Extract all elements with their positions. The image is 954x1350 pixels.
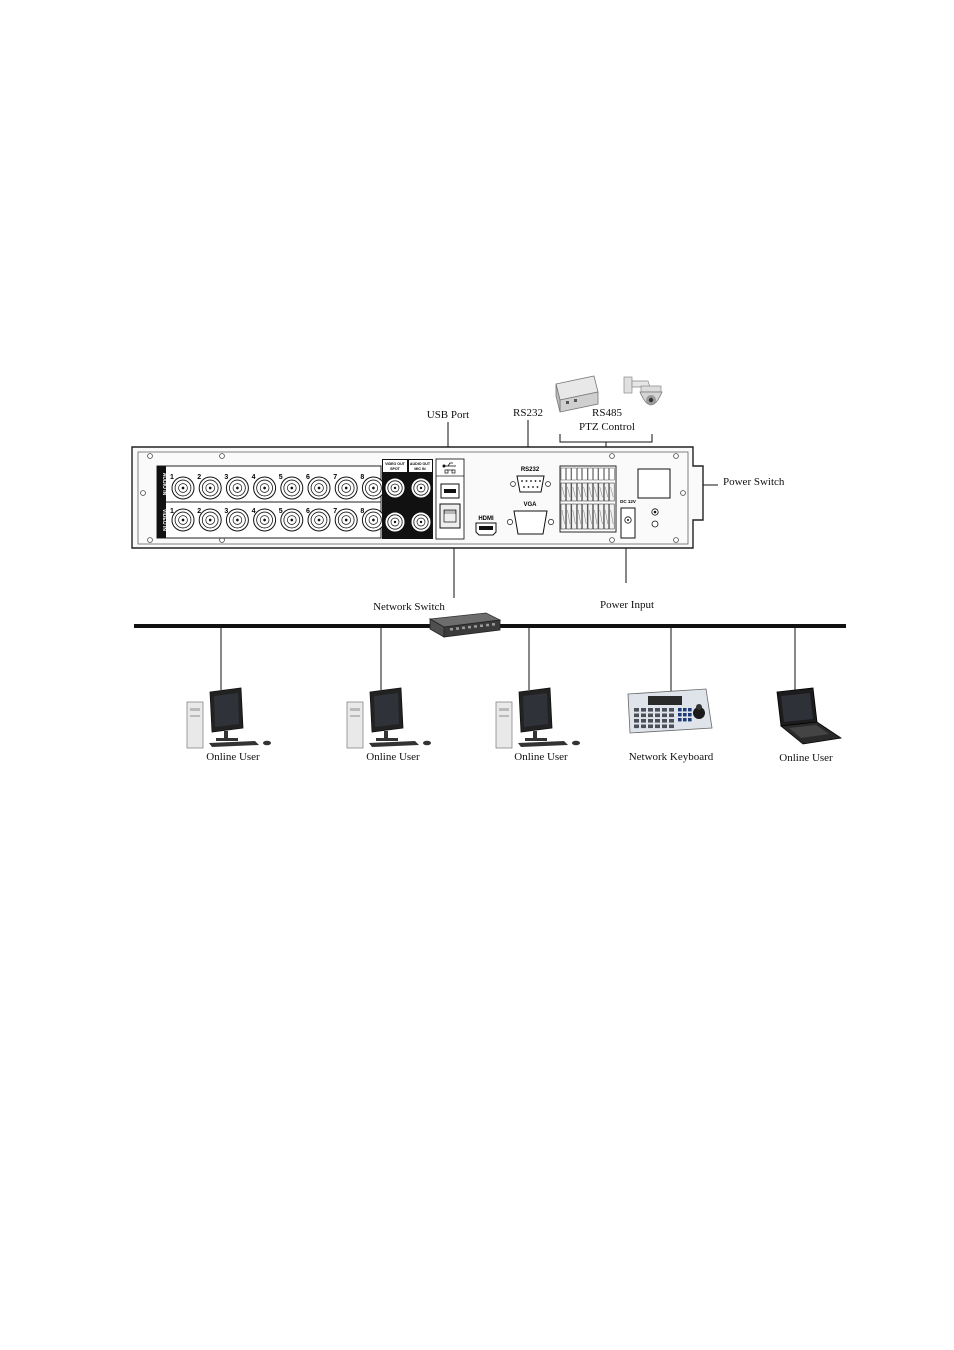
audio-in-bnc-port (308, 477, 330, 499)
desktop-pc-icon (347, 688, 431, 748)
channel-number: 1 (170, 474, 174, 481)
client-drop-lines (221, 628, 795, 692)
channel-number: 5 (279, 508, 283, 515)
output-bnc-port (411, 512, 431, 532)
dvr-rear-panel: AUDIO IN VIDEO IN 1 2 3 4 5 6 7 8 1 2 3 4 5 6 7 8 VIDE… (132, 447, 703, 548)
client-label: Network Keyboard (629, 751, 714, 763)
network-switch-label: Network Switch (373, 601, 445, 613)
audio-in-bnc-port (226, 477, 248, 499)
audio-in-bnc-port (335, 477, 357, 499)
client-label: Online User (514, 751, 568, 763)
channel-number: 1 (170, 508, 174, 515)
power-switch (638, 469, 670, 498)
video-in-label: VIDEO IN (161, 509, 167, 531)
terminal-label-cell (566, 468, 571, 480)
video-in-bnc-port (172, 509, 194, 531)
video-in-bnc-port (335, 509, 357, 531)
channel-number: 3 (224, 474, 228, 481)
client-label: Online User (779, 752, 833, 764)
vga-label: VGA (523, 502, 537, 508)
power-switch-label: Power Switch (723, 476, 785, 488)
audio-in-label: AUDIO IN (161, 473, 167, 496)
rs232-port-label: RS232 (521, 467, 540, 473)
video-in-bnc-port (199, 509, 221, 531)
terminal-label-cell (604, 468, 609, 480)
ptz-control-label: PTZ Control (579, 421, 635, 433)
spot-label: SPOT (390, 467, 401, 471)
desktop-pc-icon (187, 688, 271, 748)
audio-in-bnc-port (172, 477, 194, 499)
hdmi-label: HDMI (478, 516, 494, 522)
terminal-label-cell (572, 468, 577, 480)
mic-in-label: MIC IN (414, 467, 426, 471)
rs232-label: RS232 (513, 407, 543, 419)
speed-dome-camera-icon (624, 377, 662, 405)
network-switch-icon (430, 613, 500, 637)
client-label: Online User (206, 751, 260, 763)
rj45-port (440, 504, 460, 528)
audio-in-bnc-port (199, 477, 221, 499)
usb-port-label: USB Port (427, 409, 470, 421)
network-keyboard-icon (628, 689, 712, 733)
channel-number: 2 (197, 474, 201, 481)
rs485-label: RS485 (592, 407, 622, 419)
client-devices: Online User Online User Online User Network… (187, 688, 841, 764)
video-in-bnc-port (254, 509, 276, 531)
audio-in-bnc-port (254, 477, 276, 499)
dc-12v-label: DC 12V (620, 499, 636, 504)
channel-number: 8 (360, 474, 364, 481)
channel-number: 6 (306, 508, 310, 515)
channel-number: 6 (306, 474, 310, 481)
video-in-bnc-port (281, 509, 303, 531)
terminal-label-cell (599, 468, 604, 480)
channel-number: 3 (224, 508, 228, 515)
video-in-bnc-port (362, 509, 384, 531)
output-bnc-port (385, 512, 405, 532)
channel-number: 2 (197, 508, 201, 515)
channel-number: 4 (252, 474, 256, 481)
video-out-label: VIDEO OUT (385, 462, 406, 466)
terminal-label-cell (588, 468, 593, 480)
output-bnc-port (385, 478, 405, 498)
channel-number: 7 (333, 508, 337, 515)
video-in-bnc-port (226, 509, 248, 531)
audio-in-bnc-port (281, 477, 303, 499)
output-bnc-port (411, 478, 431, 498)
power-input-label: Power Input (600, 599, 654, 611)
terminal-label-cell (583, 468, 588, 480)
terminal-label-cell (577, 468, 582, 480)
channel-number: 8 (360, 508, 364, 515)
terminal-label-cell (610, 468, 615, 480)
channel-number: 5 (279, 474, 283, 481)
video-in-bnc-port (308, 509, 330, 531)
channel-number: 7 (333, 474, 337, 481)
channel-number: 4 (252, 508, 256, 515)
client-label: Online User (366, 751, 420, 763)
desktop-pc-icon (496, 688, 580, 748)
rs485-alarm-terminal-block (560, 466, 616, 532)
terminal-label-cell (561, 468, 566, 480)
audio-in-bnc-port (362, 477, 384, 499)
audio-out-label: AUDIO OUT (410, 462, 431, 466)
terminal-label-cell (593, 468, 598, 480)
laptop-icon (777, 688, 841, 744)
